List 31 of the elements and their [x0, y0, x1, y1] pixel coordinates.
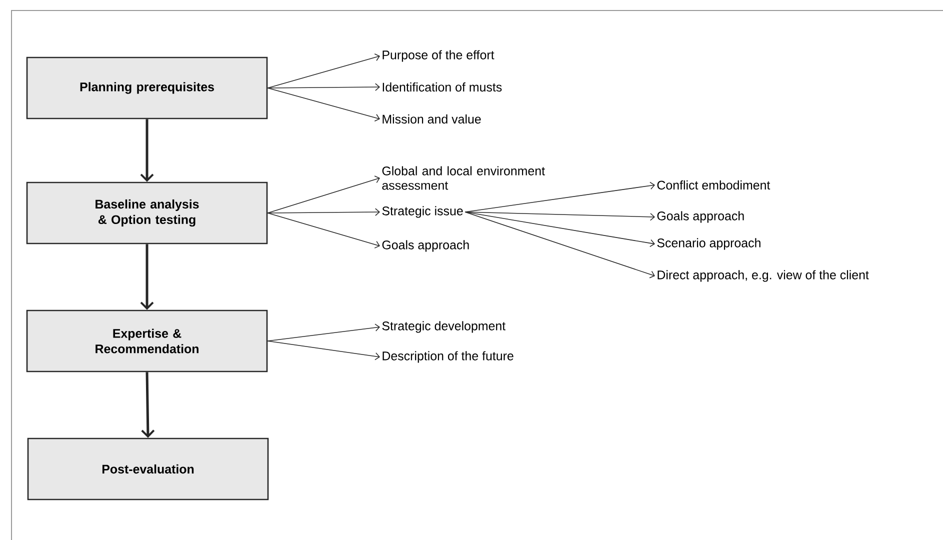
arrow [140, 119, 154, 182]
text-label: Global and local environment assessment [382, 166, 545, 190]
arrow [267, 54, 380, 88]
arrow [267, 176, 380, 214]
text-label: Identification of musts [382, 82, 502, 92]
text-label: Goals approach [382, 240, 469, 252]
text-label: Scenario approach [657, 238, 760, 250]
process-box: Planning prerequisites [26, 56, 268, 120]
arrow [267, 340, 380, 360]
text-label: Direct approach, e.g. view of the client [658, 270, 869, 282]
arrow [267, 324, 380, 342]
arrow [464, 182, 655, 212]
arrow [464, 212, 655, 248]
text-label: Strategic development [382, 321, 506, 333]
text-label: Purpose of the effort [382, 50, 494, 62]
arrow [267, 208, 380, 216]
text-label: Goals approach [657, 211, 744, 223]
arrow [267, 83, 380, 91]
text-label: Strategic issue [382, 206, 463, 218]
text-label: Description of the future [382, 351, 514, 363]
arrow [464, 212, 655, 221]
process-box: Baseline analysis & Option testing [26, 182, 268, 244]
arrow [141, 372, 155, 438]
arrow [267, 212, 380, 248]
arrow [140, 244, 154, 310]
text-label: Conflict embodiment [657, 180, 770, 190]
text-label: Mission and value [382, 114, 481, 124]
arrow [267, 88, 380, 122]
arrow [464, 212, 655, 278]
process-box: Expertise & Recommendation [26, 310, 268, 372]
process-box: Post-evaluation [27, 438, 269, 500]
